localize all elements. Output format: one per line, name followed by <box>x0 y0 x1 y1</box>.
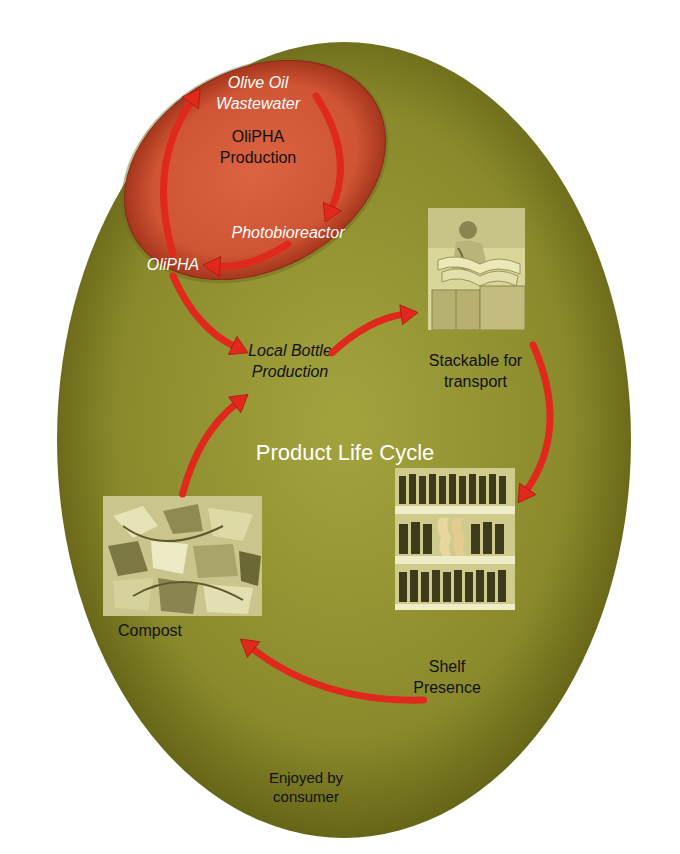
arrow-shaft <box>217 244 288 267</box>
node-text: Shelf Presence <box>407 656 487 698</box>
node-text: Photobioreactor <box>226 222 350 243</box>
process-text-node: Olive Oil Wastewater <box>200 72 316 120</box>
compost-photo <box>103 496 262 616</box>
photo-node: Shelf Presence <box>392 468 518 700</box>
arrow-shaft <box>332 314 404 353</box>
arrow-head <box>240 639 259 657</box>
photo-node: Stackable for transport <box>418 208 533 398</box>
arrow-shaft <box>251 648 423 700</box>
node-text: OliPHA <box>143 254 203 275</box>
arrow-head <box>518 483 536 503</box>
arrow-head <box>400 305 418 325</box>
arrow-shaft <box>163 100 192 254</box>
arrow-head <box>182 89 200 109</box>
arrow-shaft <box>526 345 550 492</box>
flow-arrow <box>183 394 249 494</box>
process-text-node: Local Bottle Production <box>248 340 332 404</box>
shelf-photo <box>395 468 515 610</box>
photo-node: Compost <box>100 494 265 639</box>
arrow-head <box>229 394 249 412</box>
flow-arrow <box>240 639 423 700</box>
process-text-node: Photobioreactor <box>226 222 350 244</box>
node-text: Local Bottle Production <box>248 340 332 382</box>
life-cycle-ellipse: Product Life Cycle OliPHA Production Oliv… <box>55 40 633 840</box>
node-text: OliPHA Production <box>208 126 308 168</box>
arrow-head <box>203 257 221 277</box>
node-text: Product Life Cycle <box>215 440 475 466</box>
arrow-shaft <box>316 96 340 209</box>
flow-arrow <box>163 89 200 254</box>
node-text: Stackable for transport <box>418 350 533 392</box>
node-text: Compost <box>100 620 200 641</box>
flow-arrow <box>316 96 341 222</box>
edge-label: Enjoyed by consumer <box>258 768 354 806</box>
arrow-shaft <box>173 276 235 347</box>
stacking-photo <box>428 208 525 330</box>
node-text: Olive Oil Wastewater <box>200 72 316 114</box>
flow-arrow <box>518 345 550 503</box>
process-text-node: OliPHA <box>143 254 203 276</box>
flow-arrow <box>332 305 418 353</box>
production-ellipse: OliPHA Production Olive Oil WastewaterPho… <box>112 48 398 294</box>
arrow-head <box>323 202 341 222</box>
arrow-shaft <box>183 403 238 494</box>
flow-arrow <box>173 276 248 355</box>
flow-arrow <box>203 244 288 277</box>
arrow-head <box>228 337 248 355</box>
